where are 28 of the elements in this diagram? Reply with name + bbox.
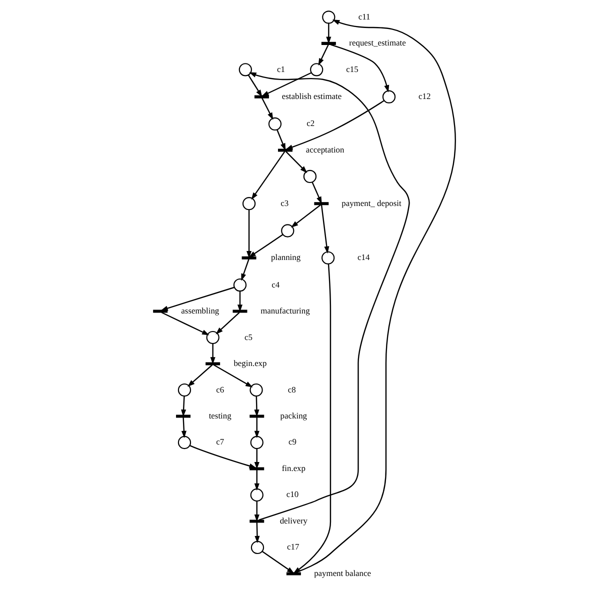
node-label: establish estimate [281, 91, 342, 102]
node-label: packing [280, 410, 307, 420]
node-label: c6 [216, 384, 224, 394]
node-label: c14 [357, 252, 370, 262]
node-label: manufacturing [260, 306, 310, 316]
node-label: assembling [180, 306, 219, 316]
node-label: begin.exp [233, 358, 266, 368]
node-label: c17 [286, 542, 299, 552]
node-label: payment balance [314, 568, 371, 578]
node-label: request_estimate [348, 38, 406, 48]
node-label: testing [208, 410, 231, 420]
node-label: acceptation [305, 144, 344, 154]
node-label: c9 [288, 436, 296, 447]
node-label: delivery [279, 515, 308, 526]
node-label: planning [270, 252, 300, 262]
node-label: c12 [418, 91, 430, 102]
node-label: c2 [306, 118, 314, 128]
node-label: c11 [358, 11, 370, 22]
node-label: c4 [271, 279, 280, 290]
node-label: c5 [244, 332, 252, 342]
node-label: c15 [346, 64, 358, 74]
node-label: c8 [287, 384, 296, 394]
node-label: c10 [286, 489, 298, 500]
node-label: c1 [276, 64, 284, 74]
node-label: payment_ deposit [341, 198, 401, 208]
node-label: fin.exp [281, 462, 306, 473]
node-label: c7 [216, 436, 224, 447]
node-label: c3 [280, 198, 288, 208]
